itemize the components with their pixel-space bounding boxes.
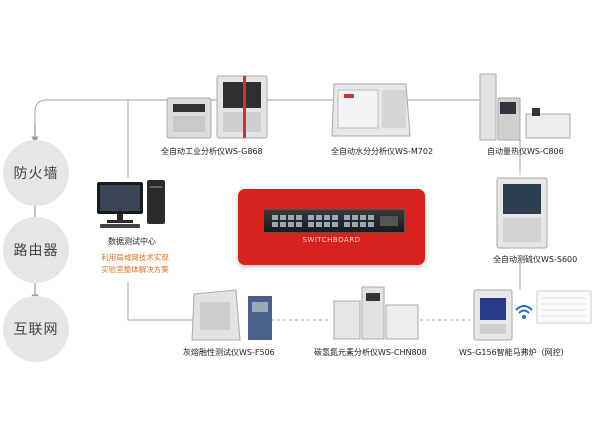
switch-ports-icon bbox=[272, 215, 398, 227]
m702-instrument-image bbox=[331, 83, 411, 137]
data-center-title: 数据测试中心 bbox=[108, 237, 156, 246]
internet-label: 互联网 bbox=[13, 322, 59, 338]
data-center-desc: 利用局域网技术实现 实验室整体解决方案 bbox=[85, 252, 185, 276]
s600-label: 全自动测硫仪WS-S600 bbox=[493, 255, 578, 264]
firewall-node: 防火墙 bbox=[3, 140, 69, 206]
internet-node: 互联网 bbox=[3, 296, 69, 362]
firewall-label: 防火墙 bbox=[13, 166, 59, 182]
chn808-label: 碳氢氮元素分析仪WS-CHN808 bbox=[314, 348, 427, 357]
chn808-instrument-image bbox=[333, 286, 419, 340]
data-center-desc-line1: 利用局域网技术实现 bbox=[101, 253, 169, 262]
switchboard-device bbox=[263, 209, 405, 233]
wifi-icon bbox=[515, 305, 533, 319]
f506-label: 灰熔融性测试仪WS-F506 bbox=[183, 348, 275, 357]
g156-instrument-image bbox=[473, 289, 513, 341]
f506-instrument-image bbox=[191, 289, 272, 341]
g868-instrument-image bbox=[166, 75, 268, 139]
bottom-bus-line bbox=[127, 282, 200, 321]
g156-label: WS-G156智能马弗炉（网控） bbox=[459, 348, 569, 357]
switchboard-panel: SWITCHBOARD bbox=[238, 189, 425, 265]
s600-instrument-image bbox=[496, 177, 548, 249]
c806-label: 自动量热仪WS-C806 bbox=[487, 147, 564, 156]
router-label: 路由器 bbox=[13, 243, 59, 259]
m702-label: 全自动水分分析仪WS-M702 bbox=[331, 147, 434, 156]
switchboard-label: SWITCHBOARD bbox=[302, 236, 361, 244]
g868-label: 全自动工业分析仪WS-G868 bbox=[161, 147, 263, 156]
data-center-desc-line2: 实验室整体解决方案 bbox=[101, 265, 169, 274]
router-node: 路由器 bbox=[3, 217, 69, 283]
c806-instrument-image bbox=[479, 73, 571, 141]
top-bus-line bbox=[34, 99, 480, 140]
screen-readout-image bbox=[536, 290, 592, 324]
computer-illustration bbox=[97, 180, 165, 228]
